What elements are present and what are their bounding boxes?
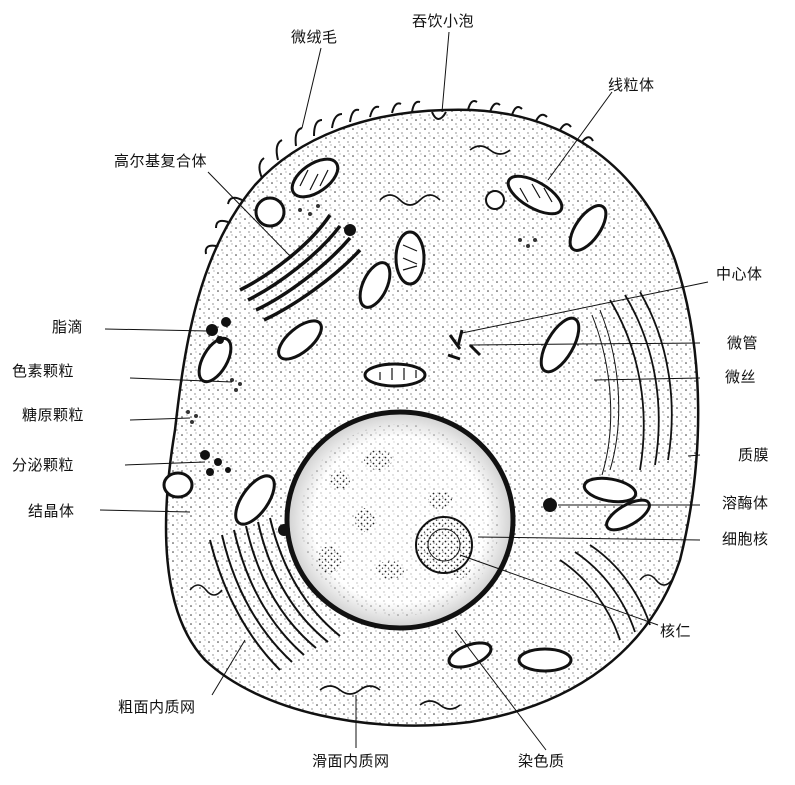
label-plasma-membrane: 质膜	[738, 446, 769, 464]
label-microfilament: 微丝	[725, 368, 756, 386]
label-secretory-granule: 分泌颗粒	[12, 456, 74, 474]
label-nucleus: 细胞核	[722, 530, 769, 548]
label-crystalloid: 结晶体	[28, 502, 75, 520]
label-pigment-granule: 色素颗粒	[12, 362, 74, 380]
label-smooth-er: 滑面内质网	[312, 752, 390, 770]
label-mitochondria: 线粒体	[608, 76, 655, 94]
label-golgi-complex: 高尔基复合体	[114, 152, 207, 170]
label-glycogen-granule: 糖原颗粒	[22, 406, 84, 424]
label-lysosome: 溶酶体	[722, 494, 769, 512]
label-pinocytotic-vesicle: 吞饮小泡	[412, 12, 474, 30]
label-centrosome: 中心体	[716, 265, 763, 283]
label-lipid-droplet: 脂滴	[52, 318, 83, 336]
nucleolus	[416, 517, 472, 573]
label-rough-er: 粗面内质网	[118, 698, 196, 716]
label-microvilli: 微绒毛	[291, 28, 338, 46]
label-microtubule: 微管	[727, 334, 758, 352]
label-chromatin: 染色质	[518, 752, 565, 770]
label-nucleolus: 核仁	[660, 622, 691, 640]
